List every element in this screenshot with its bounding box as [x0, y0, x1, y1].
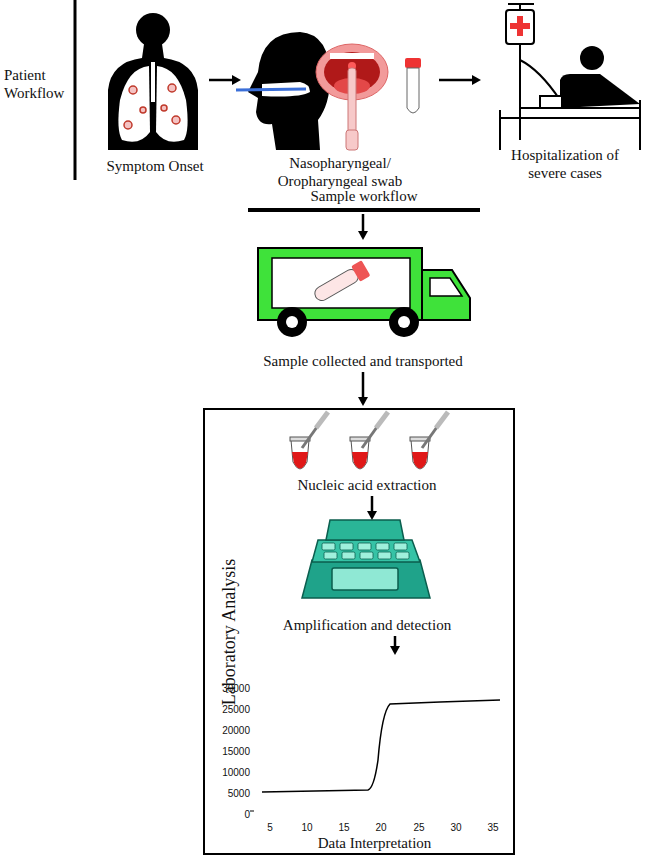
step-node: Amplification and detection — [292, 522, 498, 634]
axis-tick-label: 0 — [244, 809, 250, 820]
axis-tick-label: 30000 — [222, 683, 250, 694]
axis-tick-label: 10 — [301, 822, 312, 833]
axis-tick-label: 30 — [450, 822, 461, 833]
axis-tick-label: 35 — [487, 822, 498, 833]
step-caption: Symptom Onset — [105, 157, 205, 175]
flow-arrow — [390, 636, 400, 655]
step-node: Nucleic acid extraction — [282, 418, 452, 494]
flow-arrow — [209, 75, 241, 85]
lungs-icon — [108, 13, 198, 150]
arrow-head — [472, 75, 481, 85]
arrow-head — [367, 511, 377, 520]
step-node: Nasopharyngeal/ Oropharyngeal swab — [245, 25, 435, 190]
arrow-line — [362, 372, 365, 398]
axis-tick-label: 15000 — [222, 746, 250, 757]
flow-arrow — [439, 75, 481, 85]
swab-head-icon — [236, 32, 330, 150]
step-node: Hospitalization of severe cases — [485, 0, 645, 182]
arrow-line — [371, 496, 374, 512]
sample-tube-icon — [405, 58, 421, 113]
step-caption: Sample collected and transported — [250, 352, 476, 370]
step-node: Data Interpretation — [237, 657, 512, 852]
arrow-head — [390, 646, 400, 655]
analysis-panel: Laboratory Analysis Nucleic acid extracti… — [203, 408, 515, 855]
extraction-tubes-icon — [290, 412, 448, 469]
step-node: Symptom Onset — [105, 10, 205, 175]
axis-tick-label: 25 — [413, 822, 424, 833]
arrow-line — [209, 79, 233, 82]
workflow-bar: Sample workflow — [248, 186, 480, 212]
step-caption: Data Interpretation — [275, 834, 475, 852]
step-caption: Amplification and detection — [267, 616, 467, 634]
axis-tick-label: 20000 — [222, 725, 250, 736]
step-caption: Nasopharyngeal/ Oropharyngeal swab — [250, 154, 430, 190]
axis-tick-label: 25000 — [222, 704, 250, 715]
step-caption: Nucleic acid extraction — [282, 476, 452, 494]
pcr-machine-icon — [302, 520, 430, 598]
mouth-icon — [316, 44, 388, 150]
amplification-curve — [250, 700, 500, 811]
truck-icon — [258, 248, 470, 337]
arrow-line — [439, 79, 473, 82]
arrow-head — [232, 75, 241, 85]
flow-arrow — [358, 372, 368, 406]
axis-tick-label: 10000 — [222, 767, 250, 778]
axis-tick-label: 20 — [375, 822, 386, 833]
flow-arrow — [367, 496, 377, 520]
step-caption: Sample workflow — [248, 187, 480, 205]
arrow-line — [362, 214, 365, 232]
panel-title: Laboratory Analysis — [219, 558, 240, 704]
step-caption: Hospitalization of severe cases — [495, 146, 635, 182]
step-node: Sample collected and transported — [250, 242, 476, 370]
section-label: Patient Workflow — [4, 66, 66, 102]
hospital-bed-icon — [500, 4, 640, 150]
arrow-head — [358, 397, 368, 406]
arrow-line — [394, 636, 397, 647]
axis-tick-label: 5000 — [228, 788, 250, 799]
axis-tick-label: 5 — [267, 822, 273, 833]
axis-tick-label: 15 — [338, 822, 349, 833]
flow-arrow — [358, 214, 368, 240]
arrow-head — [358, 231, 368, 240]
